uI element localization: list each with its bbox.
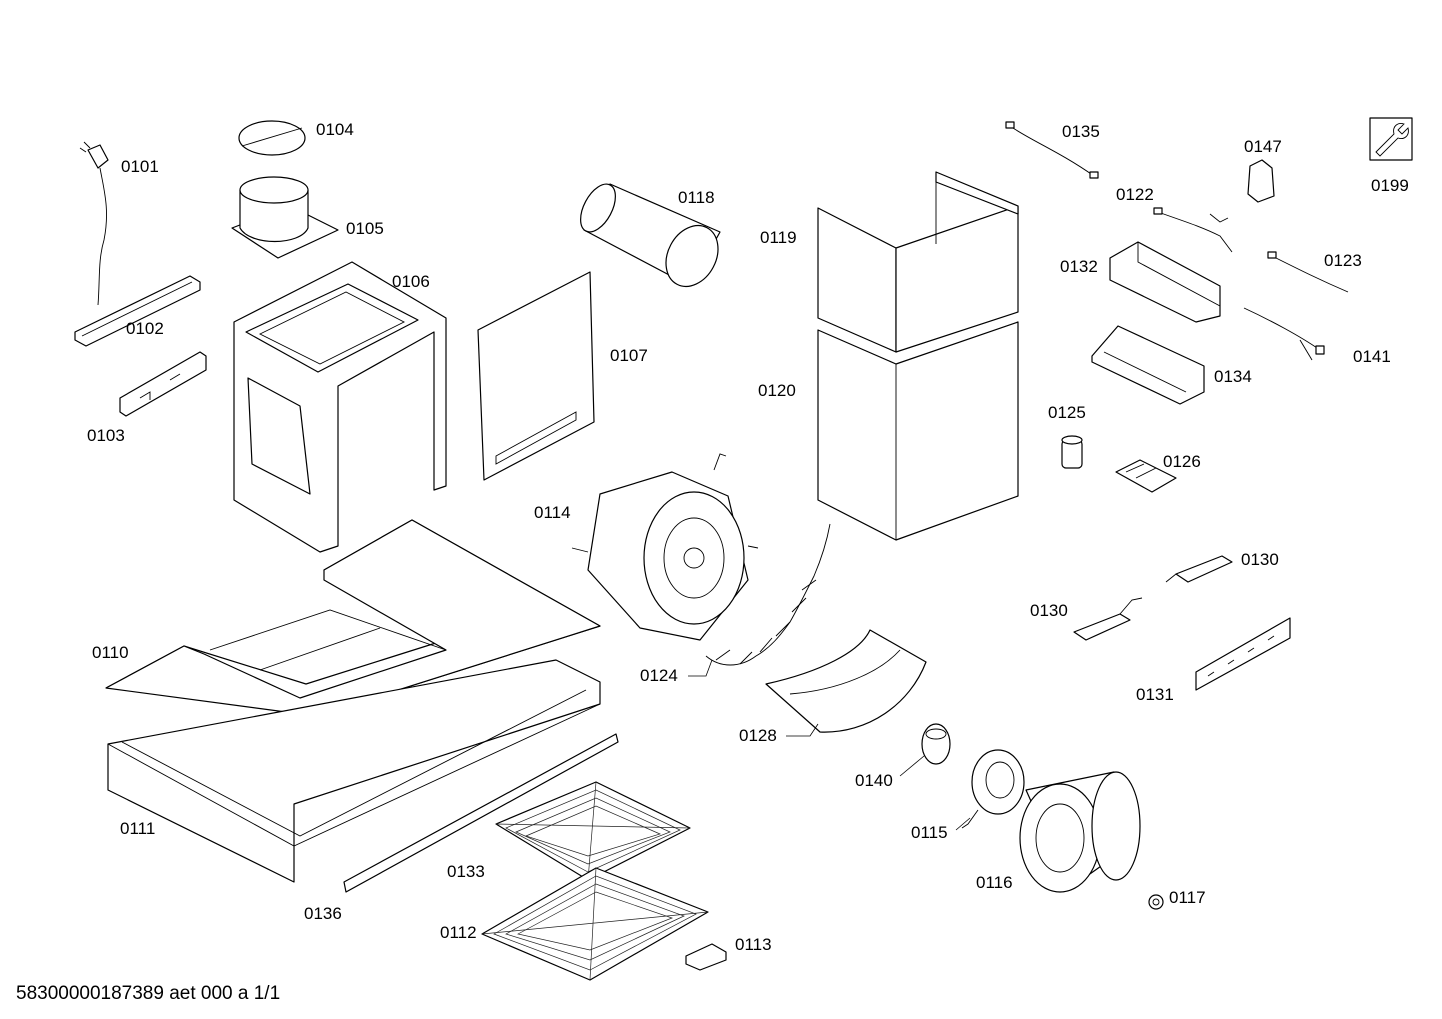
part-0130-lamp-module-a (1165, 555, 1233, 583)
label-0136: 0136 (304, 904, 342, 923)
label-0118: 0118 (678, 188, 715, 207)
label-0199: 0199 (1371, 176, 1409, 195)
label-0126: 0126 (1163, 452, 1201, 471)
label-0112: 0112 (440, 923, 477, 942)
part-0118-filter-cylinder (580, 183, 721, 288)
label-0113: 0113 (735, 935, 772, 954)
label-0128: 0128 (739, 726, 777, 745)
part-0135-cable (1005, 121, 1099, 179)
part-0105-air-outlet (231, 176, 339, 259)
part-0125-capacitor (1061, 435, 1083, 469)
label-0120: 0120 (758, 381, 796, 400)
part-0106-housing-frame (233, 261, 447, 553)
part-0128-filter-tray (765, 629, 927, 737)
part-0107-back-panel (477, 271, 595, 481)
label-0135: 0135 (1062, 122, 1100, 141)
label-0102: 0102 (126, 319, 164, 338)
part-0102-mounting-rail (74, 275, 201, 347)
label-0114: 0114 (534, 503, 571, 522)
part-0136-trim-strip (343, 733, 619, 893)
part-0133-grease-filter (495, 781, 691, 881)
label-0104: 0104 (316, 120, 354, 139)
label-0141: 0141 (1353, 347, 1391, 366)
part-0115-motor (955, 749, 1025, 831)
part-0124-wire-coil (688, 523, 831, 677)
part-0132-control-cover (1109, 241, 1221, 323)
part-0147-clip (1247, 159, 1275, 203)
part-0114-blower-housing (571, 453, 759, 641)
label-0124: 0124 (640, 666, 678, 685)
label-0110: 0110 (92, 643, 129, 662)
label-0134: 0134 (1214, 367, 1252, 386)
part-0131-switch-panel (1195, 617, 1291, 691)
label-0111: 0111 (120, 819, 155, 838)
label-0107: 0107 (610, 346, 648, 365)
label-0133: 0133 (447, 862, 485, 881)
part-0134-electronics-housing (1091, 325, 1205, 405)
part-0110-top-cover (105, 519, 601, 717)
label-0147: 0147 (1244, 137, 1282, 156)
label-0131: 0131 (1136, 685, 1174, 704)
part-0123-cable (1267, 251, 1349, 293)
label-0116: 0116 (976, 873, 1013, 892)
wrench-icon (1369, 117, 1413, 161)
part-0141-cable (1243, 307, 1325, 361)
document-reference: 58300000187389 aet 000 a 1/1 (16, 983, 280, 1004)
part-0140-damper-ring (899, 723, 951, 777)
label-0122: 0122 (1116, 185, 1154, 204)
label-0123: 0123 (1324, 251, 1362, 270)
part-0119-upper-chimney (817, 171, 1019, 353)
part-0122-cable (1153, 207, 1233, 253)
label-0119: 0119 (760, 228, 797, 247)
label-0103: 0103 (87, 426, 125, 445)
label-0130-b: 0130 (1030, 601, 1068, 620)
label-0106: 0106 (392, 272, 430, 291)
label-0140: 0140 (855, 771, 893, 790)
part-0112-grease-filter (481, 867, 709, 981)
label-0105: 0105 (346, 219, 384, 238)
part-0130-lamp-module-b (1073, 597, 1143, 641)
label-0132: 0132 (1060, 257, 1098, 276)
label-0101: 0101 (121, 157, 159, 176)
part-0111-hood-canopy (107, 659, 601, 883)
part-0103-bracket (119, 351, 207, 417)
part-0101-power-cord (79, 141, 109, 306)
part-0116-fan-wheel (1019, 771, 1141, 893)
part-0126-circuit-board (1115, 459, 1177, 493)
label-0115: 0115 (911, 823, 948, 842)
label-0125: 0125 (1048, 403, 1086, 422)
label-0117: 0117 (1169, 888, 1206, 907)
part-0117-nut (1148, 894, 1164, 910)
label-0130-a: 0130 (1241, 550, 1279, 569)
part-0113-clip (685, 943, 727, 971)
part-0104-damper-flap (238, 120, 306, 156)
part-0120-lower-chimney (817, 321, 1019, 541)
